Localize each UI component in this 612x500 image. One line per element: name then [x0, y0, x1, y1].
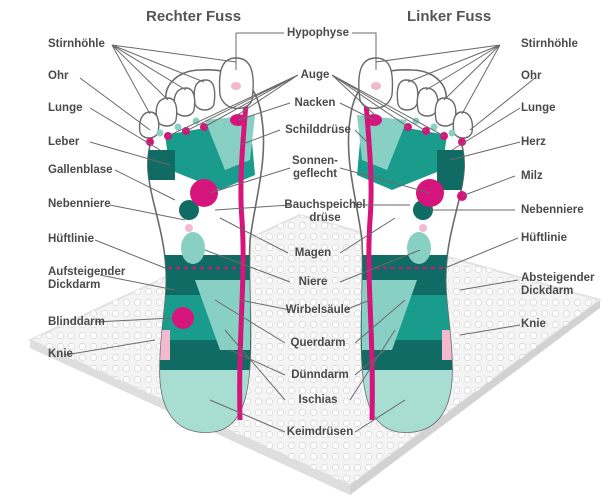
label-milz: Milz [521, 170, 543, 183]
label-duenndarm: Dünndarm [291, 369, 349, 382]
label-magen: Magen [295, 247, 331, 260]
label-nacken: Nacken [295, 97, 336, 110]
label-gallenblase: Gallenblase [48, 164, 113, 177]
label-ischias: Ischias [299, 394, 338, 407]
label-nebenniere-right: Nebenniere [48, 198, 111, 211]
label-wirbelsaeule: Wirbelsäule [286, 304, 350, 317]
label-hueftlinie-left: Hüftlinie [521, 232, 567, 245]
label-hypophyse: Hypophyse [287, 27, 349, 40]
label-aufsteigender-dickdarm: Aufsteigender Dickdarm [48, 266, 125, 292]
label-lunge-right: Lunge [48, 102, 83, 115]
label-auge-center: Auge [301, 69, 330, 82]
title-right-foot: Rechter Fuss [146, 8, 241, 25]
label-stirnhoehle-right: Stirnhöhle [48, 38, 105, 51]
label-bauchspeicheldruese: Bauchspeichel drüse [284, 199, 365, 225]
label-hueftlinie-right: Hüftlinie [48, 233, 94, 246]
label-ohr-right: Ohr [48, 70, 68, 83]
label-leber: Leber [48, 136, 79, 149]
label-stirnhoehle-left: Stirnhöhle [521, 38, 578, 51]
label-schilddruese: Schilddrüse [285, 124, 351, 137]
label-querdarm: Querdarm [291, 337, 346, 350]
label-knie-left: Knie [521, 318, 546, 331]
label-nebenniere-left: Nebenniere [521, 204, 584, 217]
label-knie-right: Knie [48, 348, 73, 361]
label-herz: Herz [521, 136, 546, 149]
label-niere: Niere [299, 276, 328, 289]
label-keimdruesen: Keimdrüsen [287, 426, 353, 439]
label-ohr-left: Ohr [521, 70, 541, 83]
label-lunge-left: Lunge [521, 102, 556, 115]
label-sonnengeflecht: Sonnen- geflecht [292, 155, 338, 181]
label-blinddarm: Blinddarm [48, 316, 105, 329]
title-left-foot: Linker Fuss [407, 8, 491, 25]
label-absteigender-dickdarm: Absteigender Dickdarm [521, 272, 595, 298]
